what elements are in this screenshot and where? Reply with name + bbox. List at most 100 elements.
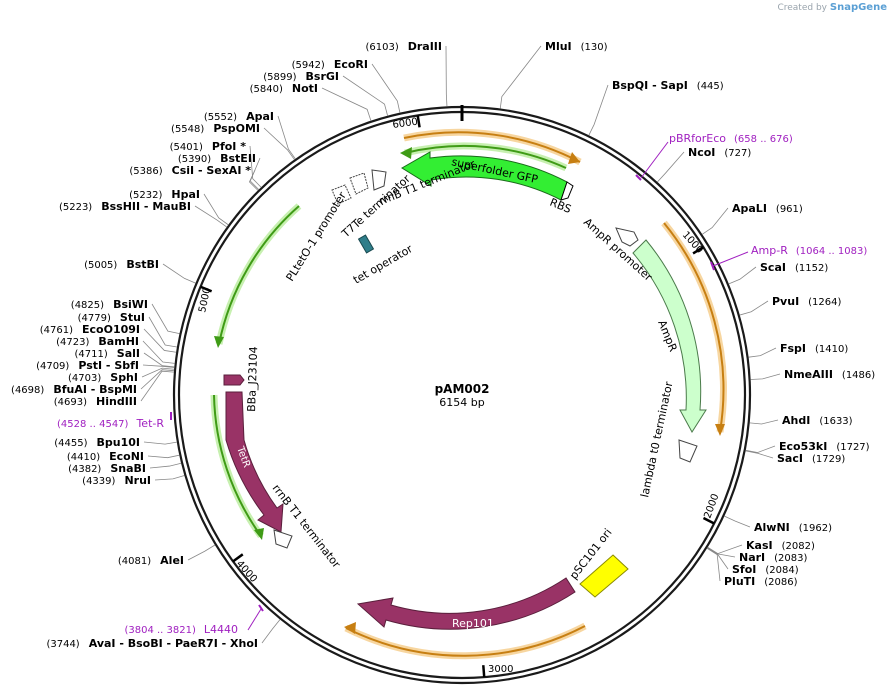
site-leader-left-22 <box>147 454 180 459</box>
site-name: MluI <box>545 40 572 53</box>
site-leader-left-13 <box>148 316 178 348</box>
site-leader-left-26 <box>261 619 281 644</box>
site-name: Bpu10I <box>97 436 141 449</box>
site-position: (5942) <box>292 60 325 71</box>
site-position: (727) <box>724 148 751 159</box>
site-position: (4081) <box>118 556 151 567</box>
site-name: EcoO109I <box>82 323 140 336</box>
orf-arc-gfp-outer-core <box>403 131 581 163</box>
site-leader-right-0 <box>499 45 542 109</box>
site-label-right-4: ScaI(1152) <box>760 261 828 274</box>
site-position: (4693) <box>54 397 87 408</box>
feature-tetr <box>225 391 284 533</box>
site-label-right-5: PvuI(1264) <box>772 295 842 308</box>
site-name: AvaI - BsoBI - PaeR7I - XhoI <box>89 637 258 650</box>
site-leader-left-4 <box>277 115 296 160</box>
feature-tet-operator <box>357 234 375 254</box>
orf-arrowhead-left <box>214 336 224 348</box>
site-position: (5899) <box>263 72 296 83</box>
site-label-left-5: (5548) PspOMI <box>171 122 260 135</box>
site-name: BssHII - MauBI <box>101 200 191 213</box>
tick-label-3000: 3000 <box>488 664 513 675</box>
orf-arc-rep-core <box>345 625 586 657</box>
tick-1000 <box>692 246 704 255</box>
site-label-left-0: (6103)DraIII <box>365 40 442 53</box>
site-position: (1633) <box>819 416 852 427</box>
tick-5000 <box>200 285 213 293</box>
site-name: BfuAI - BspMI <box>53 383 137 396</box>
site-name: ApaLI <box>732 202 767 215</box>
site-position: (4382) <box>68 464 101 475</box>
site-label-right-8: AhdI(1633) <box>782 414 853 427</box>
site-name: PvuI <box>772 295 799 308</box>
site-position: (5548) <box>171 124 204 135</box>
site-name: HindIII <box>96 395 137 408</box>
site-position: (4698) <box>11 385 44 396</box>
site-name: PstI - SbfI <box>78 359 139 372</box>
site-position: (1486) <box>842 370 875 381</box>
orf-arrowhead-gfp-inner <box>400 147 412 159</box>
site-position: (5552) <box>204 112 237 123</box>
feature-psc101-ori <box>579 554 629 598</box>
primer-leader-pbrforeco <box>640 141 669 179</box>
site-name: FspI <box>780 342 806 355</box>
site-leader-lines <box>140 45 781 644</box>
primer-mark-pbrforeco <box>635 174 642 181</box>
site-label-left-16: (4711)SalI <box>75 347 140 360</box>
site-position: (4711) <box>75 349 108 360</box>
feature-bba-j23104 <box>223 374 245 386</box>
orf-arrowhead-ampr <box>715 424 725 436</box>
site-leader-right-8 <box>749 419 779 425</box>
feature-t7te-terminator <box>349 172 369 195</box>
plasmid-size: 6154 bp <box>439 396 484 409</box>
site-label-left-13: (4779)StuI <box>78 311 145 324</box>
tick-marks <box>200 115 715 678</box>
site-name: SnaBI <box>110 462 146 475</box>
feature-ampr-promoter <box>615 227 639 247</box>
site-label-left-9: (5232)HpaI <box>129 188 200 201</box>
site-label-right-1: BspQI - SapI(445) <box>612 79 724 92</box>
site-label-right-11: AlwNI(1962) <box>754 521 832 534</box>
site-leader-left-3 <box>321 87 372 121</box>
site-label-right-15: PluTI(2086) <box>724 575 798 588</box>
primer-mark-amp-r <box>710 261 715 271</box>
site-leader-right-10 <box>745 450 774 459</box>
site-leader-left-12 <box>151 303 180 335</box>
feature-ampr <box>632 239 707 433</box>
primer-name-tet-r: Tet-R <box>135 417 164 430</box>
site-position: (4779) <box>78 313 111 324</box>
credit-brand: SnapGene <box>829 2 887 13</box>
site-label-left-25: (4081)AleI <box>118 554 184 567</box>
site-leader-left-1 <box>371 63 401 113</box>
primer-leader-l4440 <box>247 608 262 631</box>
plasmid-name: pAM002 <box>435 382 490 396</box>
feature-label-tet-operator: tet operator <box>351 242 415 287</box>
site-label-left-23: (4382) SnaBI <box>68 462 146 475</box>
site-name: PspOMI <box>213 122 260 135</box>
site-name: NruI <box>124 474 151 487</box>
site-leader-right-5 <box>739 300 769 316</box>
orf-arc-tetr-core <box>213 394 262 537</box>
site-label-right-10: SacI(1729) <box>777 452 845 465</box>
orf-arc-left-core <box>218 205 300 345</box>
site-position: (5223) <box>59 202 92 213</box>
site-label-left-7: (5390)BstEII <box>178 152 256 165</box>
site-position: (1410) <box>815 344 848 355</box>
site-name: NotI <box>292 82 318 95</box>
site-name: SacI <box>777 452 803 465</box>
site-name: SphI <box>110 371 138 384</box>
tick-2000 <box>702 516 715 525</box>
site-label-left-21: (4455)Bpu10I <box>54 436 140 449</box>
site-position: (2084) <box>765 565 798 576</box>
site-leader-right-6 <box>748 347 777 358</box>
feature-label-lambda-t0: lambda t0 terminator <box>638 380 675 499</box>
site-label-left-22: (4410)EcoNI <box>67 450 144 463</box>
site-label-left-1: (5942)EcoRI <box>292 58 368 71</box>
site-label-right-3: ApaLI(961) <box>732 202 803 215</box>
tick-4000 <box>232 553 244 563</box>
site-name: BsiWI <box>113 298 148 311</box>
feature-rbs <box>560 181 574 201</box>
site-position: (5386) <box>129 166 162 177</box>
site-label-left-11: (5005)BstBI <box>84 258 159 271</box>
primer-name-l4440: L4440 <box>204 623 238 636</box>
